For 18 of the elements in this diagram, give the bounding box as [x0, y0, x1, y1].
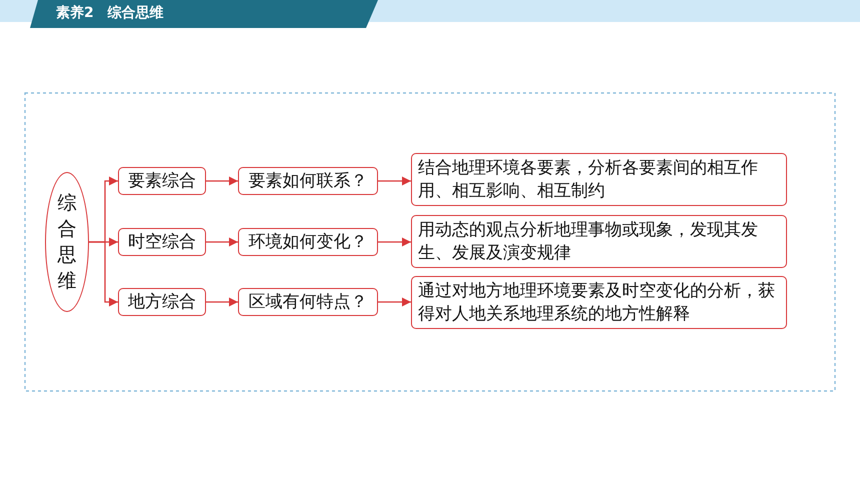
arrow [378, 176, 411, 186]
arrow [89, 241, 118, 307]
concept-ellipse: 综合思维 [45, 172, 89, 312]
arrow [206, 176, 238, 186]
arrow [206, 297, 238, 307]
header-title: 素养2 综合思维 [56, 4, 164, 22]
arrow [206, 237, 238, 247]
arrow [378, 297, 411, 307]
process-box: 要素如何联系？ [238, 167, 378, 195]
process-box: 要素综合 [118, 167, 206, 195]
description-box: 通过对地方地理环境要素及时空变化的分析，获得对人地关系地理系统的地方性解释 [411, 276, 787, 329]
process-box: 区域有何特点？ [238, 288, 378, 316]
description-box: 用动态的观点分析地理事物或现象，发现其发生、发展及演变规律 [411, 215, 787, 268]
process-box: 环境如何变化？ [238, 228, 378, 256]
process-box: 地方综合 [118, 288, 206, 316]
process-box: 时空综合 [118, 228, 206, 256]
description-box: 结合地理环境各要素，分析各要素间的相互作用、相互影响、相互制约 [411, 153, 787, 206]
arrow [378, 237, 411, 247]
